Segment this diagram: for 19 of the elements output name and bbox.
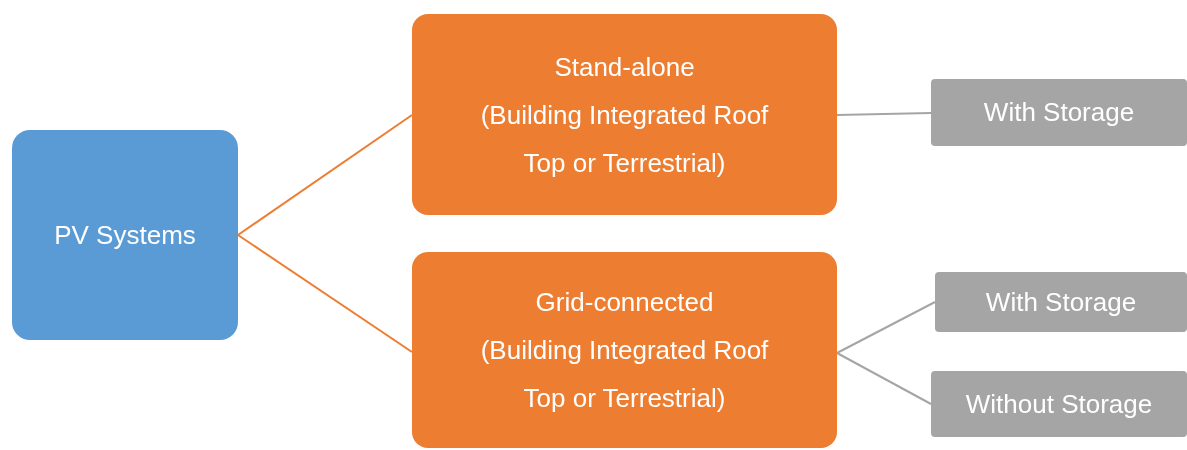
box-text: PV Systems: [54, 218, 196, 252]
box-text: With Storage: [983, 96, 1135, 129]
connector-line: [836, 112, 932, 116]
box-text: (Building Integrated Roof Top or Terrestrial): [479, 334, 770, 415]
option-box: [931, 371, 1187, 437]
option-box: [931, 79, 1187, 146]
category-box: [412, 252, 837, 448]
connector-line: [237, 114, 413, 236]
connector-line: [237, 234, 413, 353]
category-box: [412, 14, 837, 215]
box-text: (Building Integrated Roof Top or Terrestrial): [479, 98, 770, 180]
connector-line: [836, 301, 936, 354]
root-box: [12, 130, 238, 340]
option-box: [935, 272, 1187, 332]
connector-line: [836, 352, 932, 405]
box-text: Grid-connected: [535, 286, 714, 319]
box-text: With Storage: [985, 285, 1137, 319]
box-text: Without Storage: [965, 387, 1153, 421]
box-text: Stand-alone: [554, 50, 695, 84]
